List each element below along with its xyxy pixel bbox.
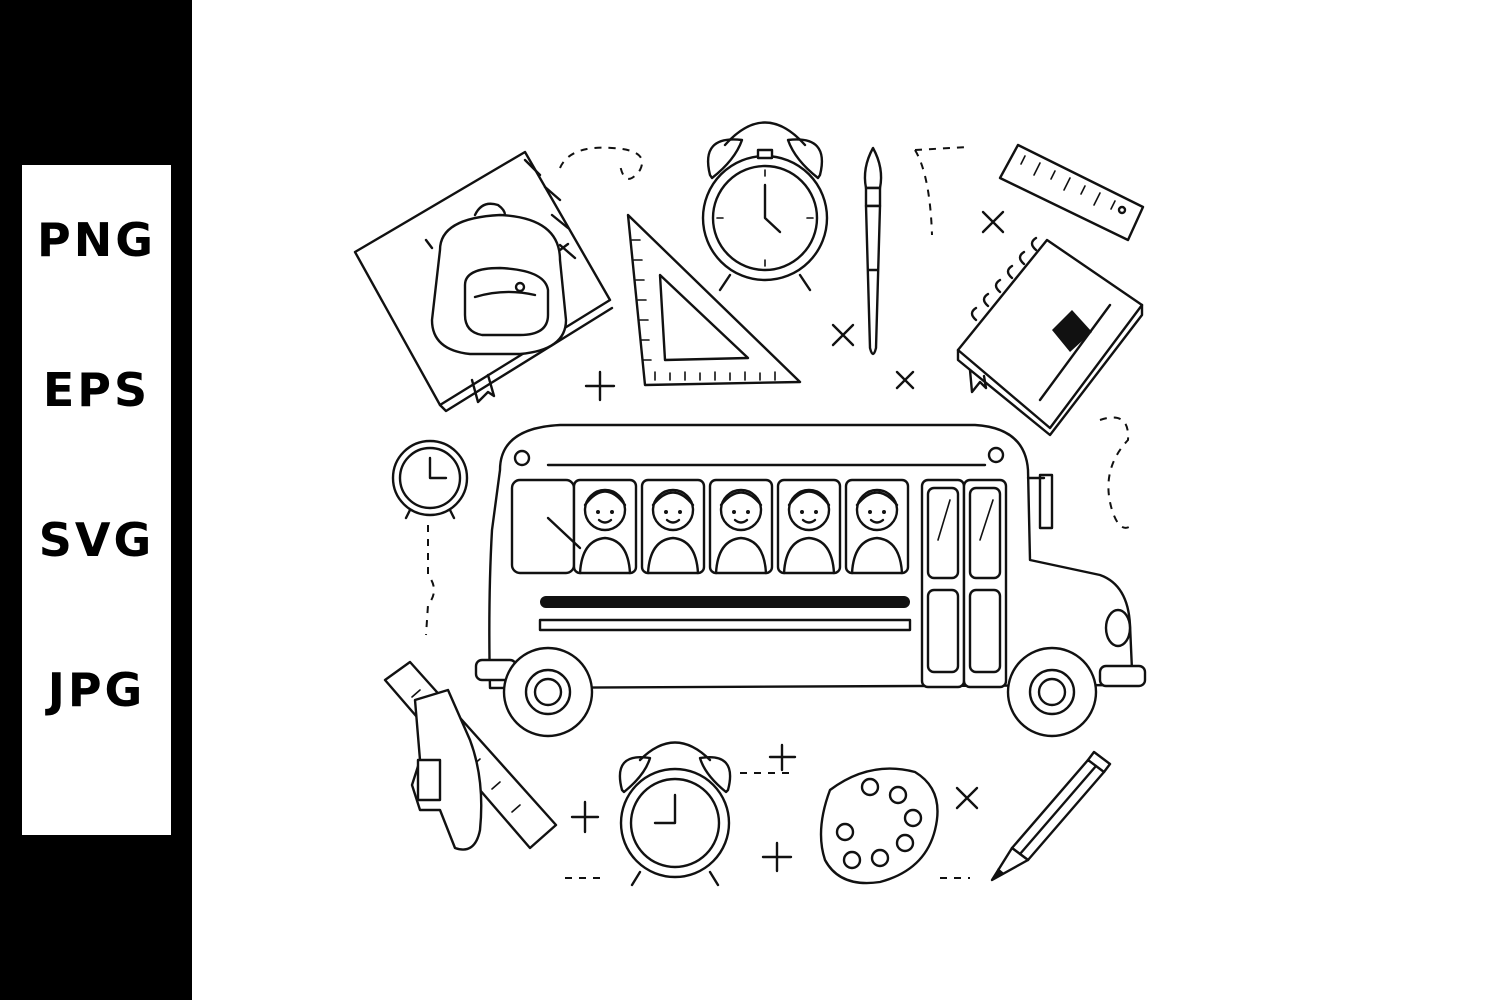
glue-ruler-icon [383, 660, 558, 851]
wall-clock-icon [391, 439, 469, 520]
format-label-svg: SVG [38, 513, 155, 567]
format-label-eps: EPS [42, 363, 151, 417]
format-sidebar: PNG EPS SVG JPG [0, 0, 192, 1000]
format-label-png: PNG [37, 213, 156, 267]
school-illustration [353, 121, 1147, 887]
format-list-panel: PNG EPS SVG JPG [22, 165, 171, 835]
backpack-book-icon [353, 150, 614, 413]
notebook-icon [956, 236, 1144, 437]
alarm-clock-icon [618, 741, 732, 887]
set-square-icon [626, 213, 802, 387]
format-label-jpg: JPG [47, 663, 146, 717]
pencil-icon [990, 750, 1112, 882]
alarm-clock-icon [701, 121, 829, 292]
paintbrush-icon [863, 146, 883, 356]
school-bus-icon [474, 423, 1147, 738]
decorative-doodles [425, 146, 1133, 879]
ruler-icon [998, 143, 1145, 242]
art-palette-icon [819, 767, 939, 885]
children-group [546, 488, 904, 575]
